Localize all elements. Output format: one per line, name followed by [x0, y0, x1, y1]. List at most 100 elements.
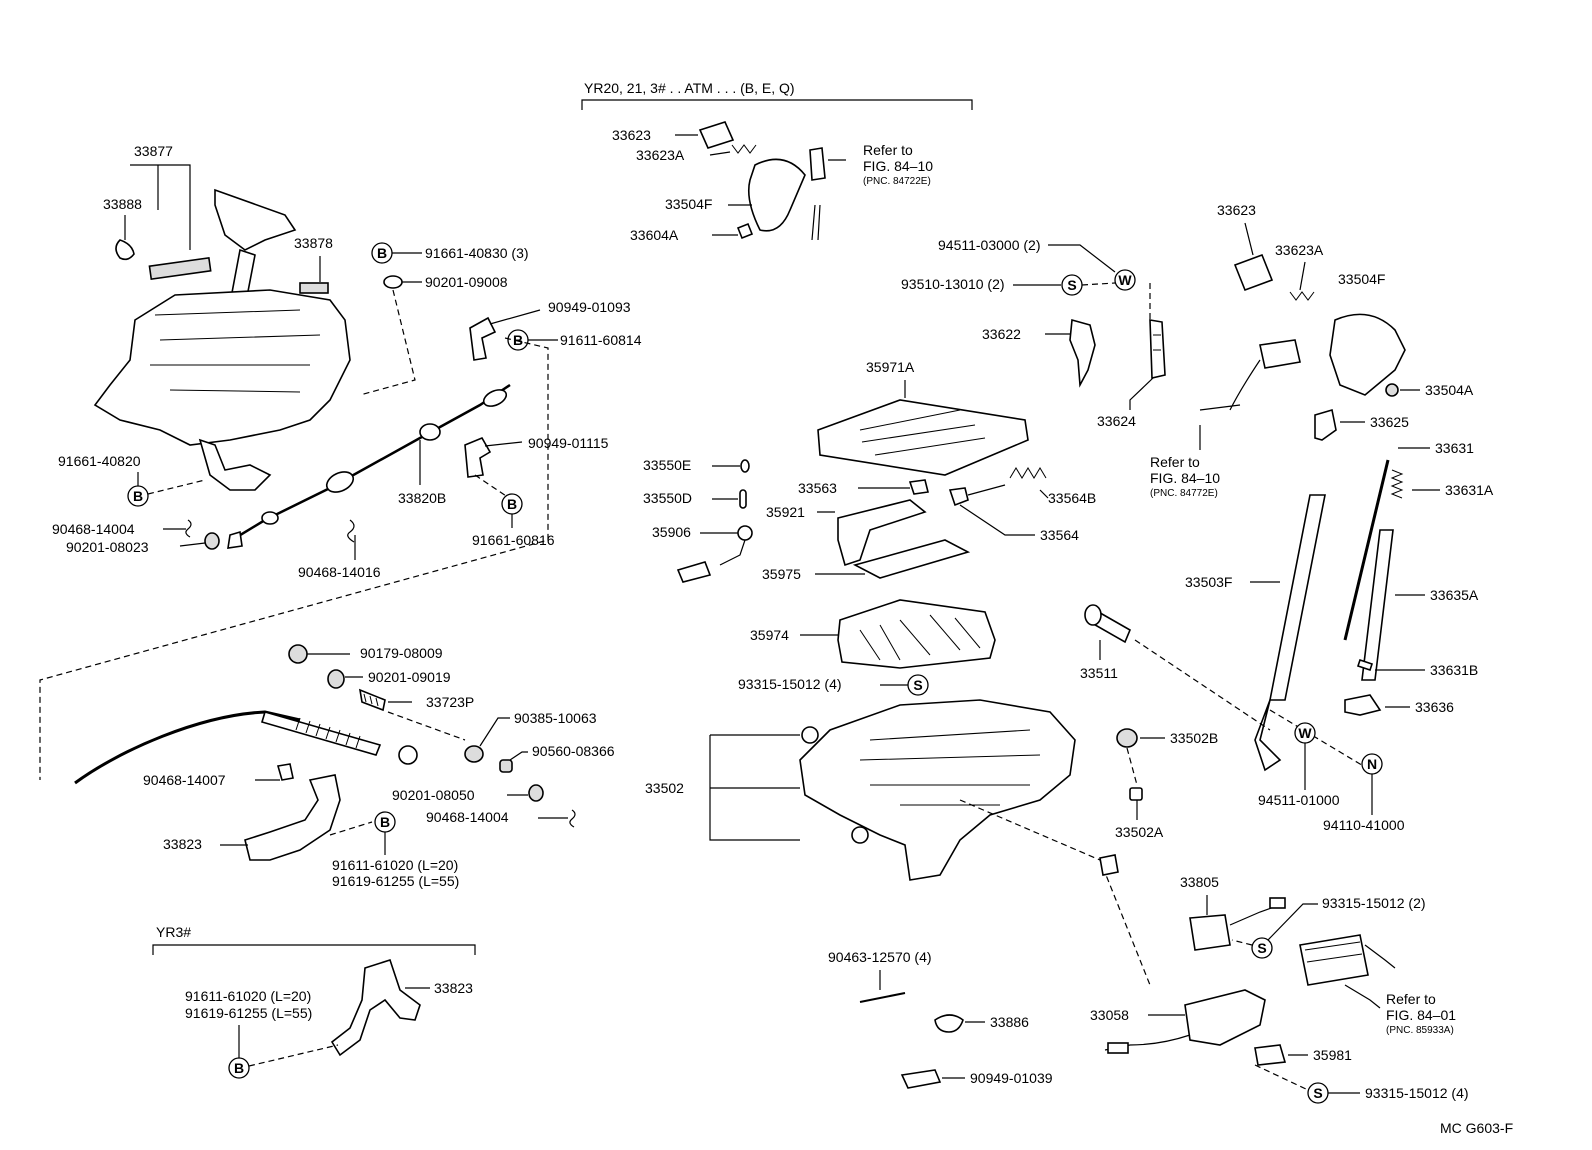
callout-35921: 35921: [766, 499, 927, 567]
label-91619-61255-b: 91619-61255 (L=55): [185, 1005, 312, 1021]
label-90949-01093: 90949-01093: [548, 299, 631, 315]
callout-91611-60814: B 91611-60814: [507, 329, 642, 351]
part-33058: 33058: [1090, 989, 1266, 1054]
callout-90201-09008: 90201-09008: [383, 274, 508, 290]
label-33888: 33888: [103, 196, 142, 212]
callout-33502a: 33502A: [1115, 747, 1164, 840]
callout-33723p: 33723P: [358, 688, 474, 712]
ref3-line-c: (PNC. 85933A): [1386, 1025, 1454, 1036]
label-33504a: 33504A: [1425, 382, 1474, 398]
callout-33564: 33564: [948, 484, 1079, 543]
callout-35906: 35906: [652, 524, 753, 583]
callout-33886: 33886: [934, 1014, 1029, 1033]
label-33622: 33622: [982, 326, 1021, 342]
label-91661-40830: 91661-40830 (3): [425, 245, 529, 261]
label-93315-15012-4a: 93315-15012 (4): [738, 676, 842, 692]
label-90468-14004-a: 90468-14004: [52, 521, 135, 537]
callout-33636: 33636: [1344, 694, 1454, 716]
label-33504f-r: 33504F: [1338, 271, 1385, 287]
label-91661-40820: 91661-40820: [58, 453, 141, 469]
svg-text:B: B: [133, 488, 143, 504]
yr20-header-text: YR20, 21, 3# . . ATM . . . (B, E, Q): [584, 80, 795, 96]
label-90560-08366: 90560-08366: [532, 743, 615, 759]
figure-id: MC G603-F: [1440, 1120, 1513, 1136]
label-33623-r: 33623: [1217, 202, 1256, 218]
callout-90949-01039: 90949-01039: [900, 1069, 1053, 1089]
label-90201-09008: 90201-09008: [425, 274, 508, 290]
label-35975: 35975: [762, 566, 801, 582]
svg-text:N: N: [1367, 756, 1377, 772]
label-91611-61020-a: 91611-61020 (L=20): [332, 857, 458, 873]
callout-33504a: 33504A: [1385, 382, 1474, 398]
label-33820b: 33820B: [398, 490, 446, 506]
callout-90201-08050: 90201-08050: [392, 784, 544, 803]
label-33635a: 33635A: [1430, 587, 1479, 603]
callout-90201-09019: 90201-09019: [327, 669, 451, 689]
label-33564b: 33564B: [1048, 490, 1096, 506]
svg-text:B: B: [513, 332, 523, 348]
label-33878: 33878: [294, 235, 333, 251]
label-35981: 35981: [1313, 1047, 1352, 1063]
callout-33631b: 33631B: [1356, 658, 1478, 678]
label-33625: 33625: [1370, 414, 1409, 430]
label-33823-b: 33823: [434, 980, 473, 996]
transmission-cable: [74, 710, 466, 785]
label-33631: 33631: [1435, 440, 1474, 456]
label-33564: 33564: [1040, 527, 1079, 543]
callout-33631: 33631: [1343, 440, 1474, 641]
label-33502a: 33502A: [1115, 824, 1164, 840]
callout-91661-40820: 91661-40820 B: [58, 453, 206, 507]
label-93315-15012-2: 93315-15012 (2): [1322, 895, 1426, 911]
label-93510-13010: 93510-13010 (2): [901, 276, 1005, 292]
callout-94511-01000: W 94511-01000: [1258, 709, 1371, 808]
ref3: Refer to FIG. 84–01 (PNC. 85933A): [1299, 934, 1456, 1036]
callout-90468-14007: 90468-14007: [143, 763, 294, 788]
callout-93315-15012-2: 93315-15012 (2) S: [1231, 895, 1426, 959]
yr20-header: YR20, 21, 3# . . ATM . . . (B, E, Q): [581, 80, 973, 110]
shift-base-33502: 33502: [645, 699, 1076, 881]
callout-91661-40830: B 91661-40830 (3): [371, 242, 529, 264]
label-90463-12570: 90463-12570 (4): [828, 949, 932, 965]
svg-text:S: S: [1257, 940, 1266, 956]
label-33502: 33502: [645, 780, 684, 796]
callout-33877: 33877: [130, 143, 191, 250]
label-90201-08050: 90201-08050: [392, 787, 475, 803]
label-33550d: 33550D: [643, 490, 692, 506]
ref2-line-a: Refer to: [1150, 454, 1200, 470]
part-33622: 33622: [982, 318, 1096, 388]
label-33623a-top: 33623A: [636, 147, 685, 163]
shift-lever-housing: [93, 188, 351, 491]
label-33503f: 33503F: [1185, 574, 1232, 590]
yr3-header: YR3#: [152, 924, 476, 955]
part-33624: 33624: [1097, 319, 1166, 429]
part-35971a: 35971A: [817, 359, 1029, 476]
ref2-line-b: FIG. 84–10: [1150, 470, 1220, 486]
ref3-line-a: Refer to: [1386, 991, 1436, 1007]
label-90385-10063: 90385-10063: [514, 710, 597, 726]
callout-33502b: 33502B: [1116, 728, 1218, 748]
label-90201-09019: 90201-09019: [368, 669, 451, 685]
label-33723p: 33723P: [426, 694, 474, 710]
label-90179-08009: 90179-08009: [360, 645, 443, 661]
callout-93315-15012-4a: 93315-15012 (4) S: [738, 674, 929, 696]
callout-90949-01115: 90949-01115: [464, 435, 609, 478]
label-33502b: 33502B: [1170, 730, 1218, 746]
ref2: Refer to FIG. 84–10 (PNC. 84772E): [1150, 339, 1301, 499]
rod-33503f: 33503F: [1185, 494, 1326, 772]
callout-33563: 33563: [798, 479, 929, 496]
bracket-33823-a: 33823: [163, 774, 373, 861]
label-33636: 33636: [1415, 699, 1454, 715]
callout-91611-61020-a: B 91611-61020 (L=20) 91619-61255 (L=55): [332, 811, 459, 889]
label-90468-14016: 90468-14016: [298, 564, 381, 580]
svg-text:B: B: [377, 245, 387, 261]
bracket-33823-b: 33823 91611-61020 (L=20) 91619-61255 (L=…: [185, 958, 473, 1079]
callout-35975: 35975: [762, 539, 971, 582]
label-91611-61020-b: 91611-61020 (L=20): [185, 988, 311, 1004]
ref3-line-b: FIG. 84–01: [1386, 1007, 1456, 1023]
label-90468-14007: 90468-14007: [143, 772, 226, 788]
svg-text:W: W: [1298, 725, 1312, 741]
callout-93315-15012-4b: S 93315-15012 (4): [1254, 1064, 1469, 1104]
callout-90179-08009: 90179-08009: [288, 644, 443, 664]
svg-text:S: S: [1313, 1085, 1322, 1101]
